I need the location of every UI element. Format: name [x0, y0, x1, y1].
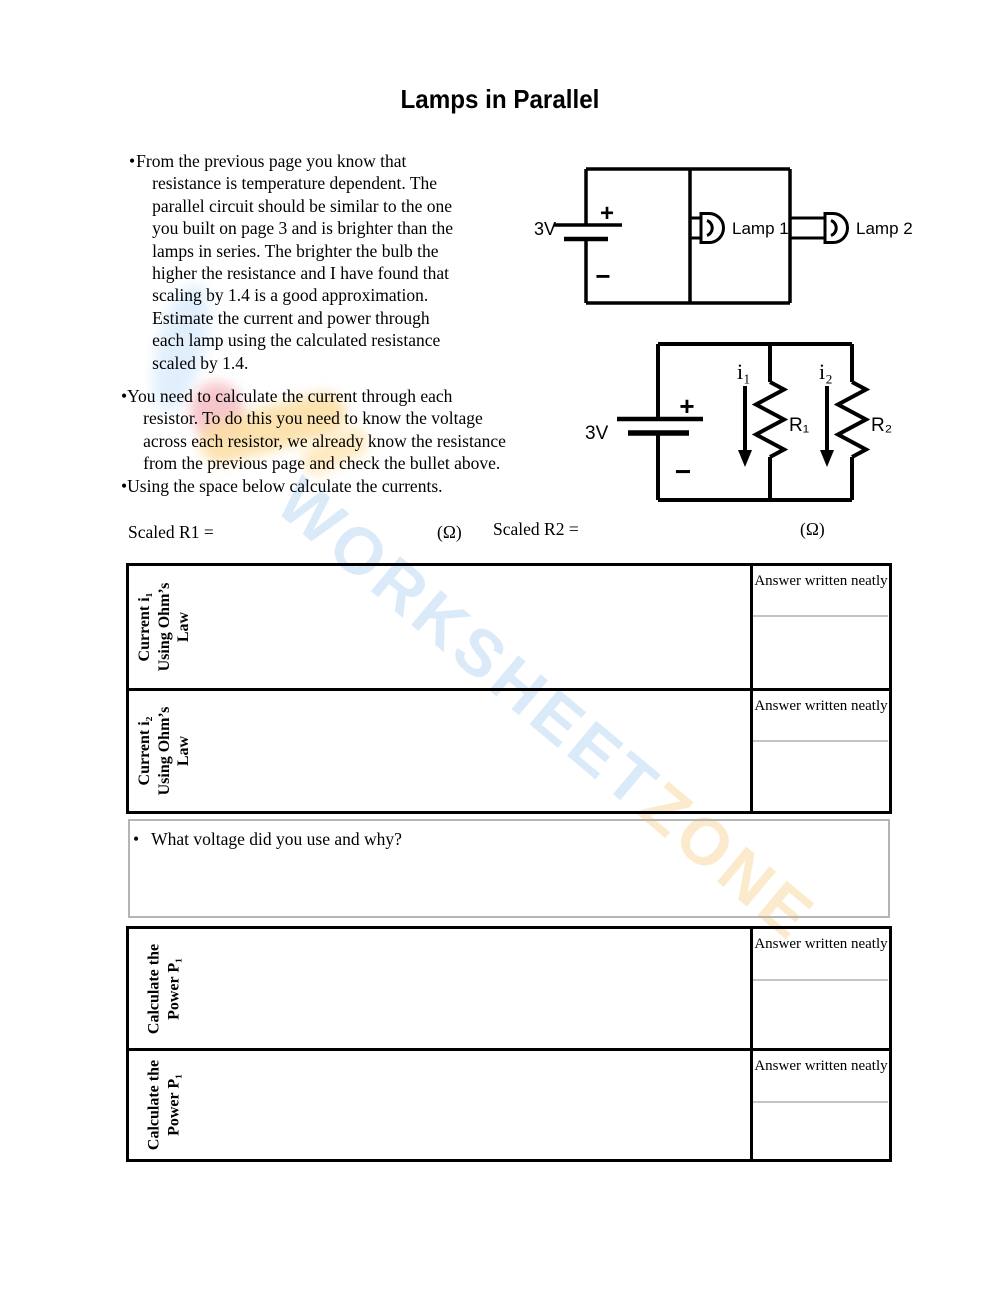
bullet-line: parallel circuit should be similar to th…: [152, 195, 452, 216]
battery-symbol: [554, 223, 622, 242]
table-row-divider: [129, 1048, 889, 1051]
bullet-marker: •: [129, 151, 136, 171]
battery-negative-label: −: [595, 261, 610, 291]
intro-bullet-current: • You need to calculate the current thro…: [121, 385, 593, 475]
bullet-line: lamps in series. The brighter the bulb t…: [152, 240, 439, 261]
row-label-line: Power P₁: [165, 1074, 182, 1136]
bullet-line: You need to calculate the current throug…: [127, 386, 453, 406]
scaled-r2-label: Scaled R2 =: [493, 519, 579, 539]
voltage-question-box[interactable]: • What voltage did you use and why?: [128, 819, 890, 918]
bullet-line: across each resistor, we already know th…: [143, 430, 506, 451]
battery-positive-label: +: [679, 391, 694, 421]
bullet-line: Using the space below calculate the curr…: [127, 476, 443, 496]
page-title: Lamps in Parallel: [400, 84, 600, 114]
current-i2-label: i₂: [819, 359, 833, 384]
lamp2-label: Lamp 2: [856, 219, 913, 238]
bullet-line: higher the resistance and I have found t…: [152, 263, 450, 284]
resistor-r2-label: R₂: [871, 415, 892, 436]
power-work-table: Calculate the Power P₁ Answer written ne…: [126, 926, 892, 1162]
current-work-table: Current i₁ Using Ohm’s Law Answer writte…: [126, 563, 892, 814]
scaled-r1-unit: (Ω): [437, 522, 462, 542]
row-label-line: Calculate the: [145, 943, 163, 1034]
work-area-current-i2[interactable]: [199, 691, 747, 811]
bullet-line: Estimate the current and power through: [152, 307, 430, 328]
scaled-r1-label: Scaled R1 =: [128, 522, 214, 542]
intro-bullet-resistance: • From the previous page you know that r…: [129, 150, 554, 374]
battery-negative-label: −: [675, 456, 691, 487]
work-area-current-i1[interactable]: [199, 566, 747, 688]
row-label-power-p2: Calculate the Power P₁: [133, 1051, 195, 1159]
resistor-r1-label: R₁: [789, 415, 809, 436]
lamp1-label: Lamp 1: [732, 219, 789, 238]
bullet-marker: •: [121, 476, 128, 496]
voltage-question-text: What voltage did you use and why?: [151, 829, 402, 849]
battery-positive-label: +: [600, 200, 614, 227]
circuit-wires: [584, 167, 792, 305]
row-label-line: Power P₁: [165, 957, 182, 1020]
lamp2-icon: [790, 212, 849, 244]
resistor-r2-icon: [833, 380, 871, 459]
lamp1-icon: [690, 212, 725, 244]
row-label-line: Current i₁: [135, 592, 153, 662]
row-label-line: Calculate the: [145, 1059, 163, 1151]
resistors-parallel-circuit-diagram: 3V + − i₁ i₂ R₁ R₂: [585, 342, 892, 502]
current-i2-arrow: [820, 386, 834, 467]
work-area-power-p2[interactable]: [199, 1051, 747, 1159]
work-area-power-p1[interactable]: [199, 929, 747, 1048]
answer-note: Answer written neatly: [754, 936, 888, 952]
row-label-line: Law: [174, 735, 192, 767]
answer-note: Answer written neatly: [754, 1058, 888, 1074]
current-i1-label: i₁: [737, 359, 751, 384]
scaled-resistance-row: Scaled R1 = (Ω) Scaled R2 = (Ω): [0, 519, 1000, 548]
table-column-divider: [750, 929, 753, 1159]
answer-note: Answer written neatly: [754, 573, 888, 589]
bullet-line: scaled by 1.4.: [152, 352, 249, 373]
row-label-power-p1: Calculate the Power P₁: [133, 929, 195, 1048]
current-i1-arrow: [738, 386, 752, 467]
bullet-marker: •: [121, 386, 128, 406]
battery-voltage-label: 3V: [585, 423, 609, 444]
answer-note: Answer written neatly: [754, 698, 888, 714]
answer-cell-divider: [753, 615, 888, 617]
bullet-marker: •: [133, 829, 140, 849]
bullet-line: From the previous page you know that: [136, 151, 407, 171]
row-label-line: Current i₂: [135, 716, 153, 786]
bullet-line: you built on page 3 and is brighter than…: [152, 218, 453, 239]
lamps-parallel-circuit-diagram: 3V + − Lamp 1 Lamp 2: [534, 167, 913, 305]
row-label-line: Using Ohm’s: [155, 582, 173, 672]
row-label-current-i1: Current i₁ Using Ohm’s Law: [133, 566, 195, 688]
row-label-current-i2: Current i₂ Using Ohm’s Law: [133, 691, 195, 811]
table-row-divider: [129, 688, 889, 691]
scaled-r2-unit: (Ω): [800, 519, 825, 539]
bullet-line: resistance is temperature dependent. The: [152, 173, 438, 194]
resistor-r1-icon: [751, 380, 789, 459]
battery-voltage-label: 3V: [534, 219, 556, 239]
answer-cell-divider: [753, 979, 888, 981]
battery-symbol: [617, 416, 703, 436]
bullet-line: each lamp using the calculated resistanc…: [152, 330, 441, 351]
bullet-line: from the previous page and check the bul…: [143, 453, 501, 474]
bullet-line: scaling by 1.4 is a good approximation.: [152, 285, 429, 306]
row-label-line: Using Ohm’s: [155, 706, 173, 796]
intro-bullet-space-below: • Using the space below calculate the cu…: [121, 475, 593, 497]
bullet-line: resistor. To do this you need to know th…: [143, 408, 483, 429]
answer-cell-divider: [753, 740, 888, 742]
row-label-line: Law: [174, 611, 192, 643]
circuit-wires: [656, 342, 854, 502]
answer-cell-divider: [753, 1101, 888, 1103]
